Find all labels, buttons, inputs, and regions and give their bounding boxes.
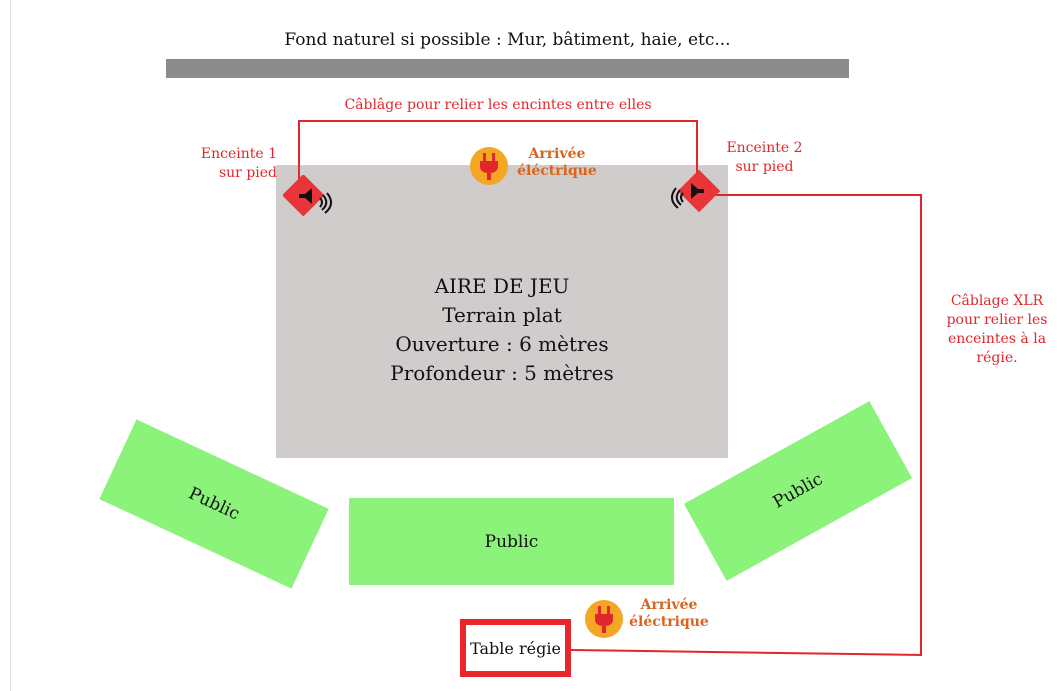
xlr-cable [570, 194, 922, 657]
public-center-label: Public [484, 531, 539, 552]
speaker-link-cable [298, 120, 698, 193]
power-bottom-label-line1: Arrivée [640, 597, 698, 613]
stage-description: AIRE DE JEU Terrain plat Ouverture : 6 m… [276, 272, 728, 388]
power-plug-icon-bottom [585, 600, 623, 638]
power-top-label: Arrivée éléctrique [510, 146, 604, 180]
table-regie-label: Table régie [470, 638, 561, 658]
speaker-1-label: Enceinte 1 sur pied [193, 145, 277, 183]
table-regie-box: Table régie [460, 619, 571, 677]
stage-line-profondeur: Profondeur : 5 mètres [390, 361, 614, 385]
power-top-label-line1: Arrivée [528, 146, 586, 162]
xlr-label-line2: pour relier les [946, 312, 1048, 328]
stage-line-terrain: Terrain plat [442, 303, 562, 327]
stage-area [276, 165, 728, 458]
speaker-2-label-line2: sur pied [735, 159, 794, 175]
xlr-label-line3: enceintes à la [947, 331, 1047, 347]
speaker-1-icon [283, 175, 332, 217]
power-bottom-label: Arrivée éléctrique [622, 597, 716, 631]
public-zone-center: Public [349, 498, 674, 585]
background-note: Fond naturel si possible : Mur, bâtiment… [284, 30, 731, 50]
xlr-cable-label: Câblage XLR pour relier les enceintes à … [937, 292, 1057, 368]
stage-title: AIRE DE JEU [434, 274, 570, 298]
speaker-1-label-line2: sur pied [218, 165, 277, 181]
speaker-cable-label: Câblâge pour relier les encintes entre e… [344, 97, 652, 113]
power-bottom-label-line2: éléctrique [629, 614, 709, 630]
background-wall [166, 59, 849, 78]
speaker-2-label-line1: Enceinte 2 [726, 140, 803, 156]
power-top-label-line2: éléctrique [517, 163, 597, 179]
power-plug-icon-top [470, 147, 508, 185]
speaker-2-icon [671, 170, 720, 213]
page-edge-line [10, 0, 11, 691]
xlr-label-line1: Câblage XLR [950, 293, 1044, 309]
speaker-2-label: Enceinte 2 sur pied [717, 139, 812, 177]
stage-line-ouverture: Ouverture : 6 mètres [395, 332, 609, 356]
speaker-1-label-line1: Enceinte 1 [200, 146, 277, 162]
xlr-label-line4: régie. [976, 350, 1018, 366]
